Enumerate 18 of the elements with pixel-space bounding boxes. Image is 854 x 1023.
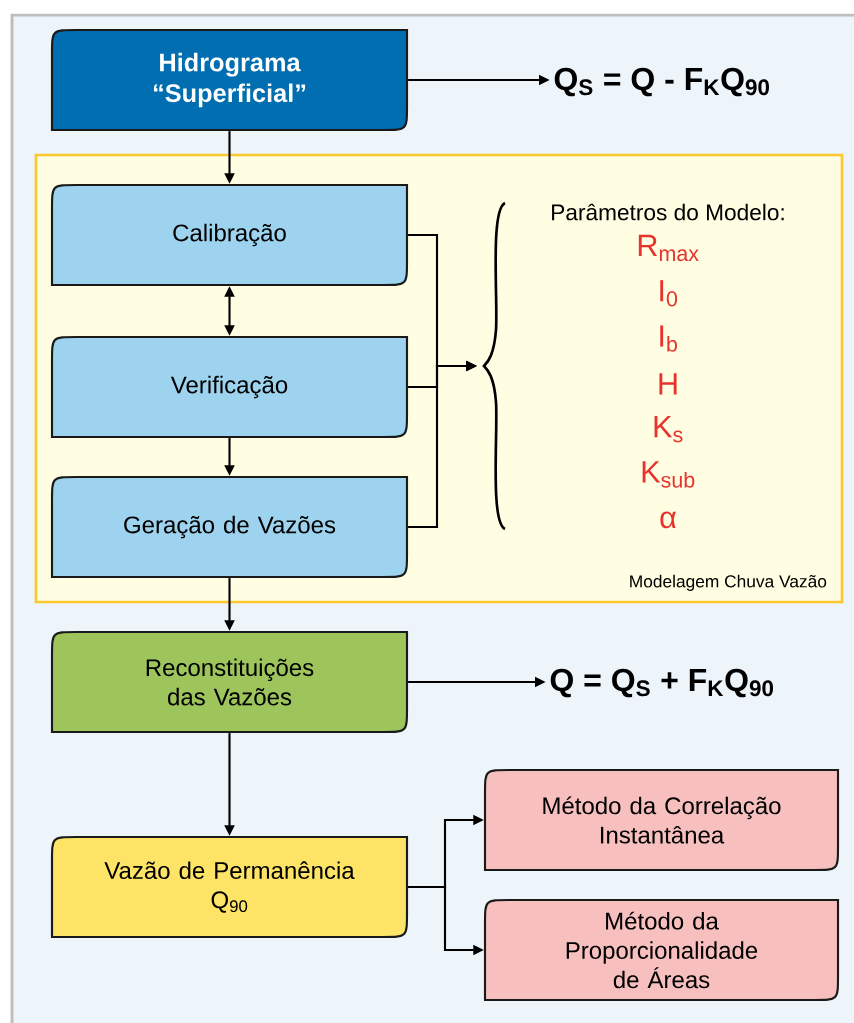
process-box: Calibração xyxy=(50,183,409,287)
title-box: Hidrograma “Superficial” xyxy=(50,28,409,132)
parameter-symbol: I$_{0}$ xyxy=(660,280,678,307)
parameter-symbol: α xyxy=(660,511,676,529)
process-box: Verificação xyxy=(50,335,409,439)
list-heading: Parâmetros do Modelo: xyxy=(552,203,784,221)
parameter-symbol: R$_{max}$ xyxy=(638,234,699,262)
parameter-symbol: K$_{s}$ xyxy=(654,416,683,443)
parameter-symbol: H xyxy=(659,373,677,395)
process-box: Método da Correlação Instantânea xyxy=(483,768,840,872)
formula-text: Q$_{S}$ = Q - F$_{K}$Q$_{90}$ xyxy=(554,67,769,97)
process-box: Vazão de Permanência Q$_{90}$ xyxy=(50,835,409,939)
process-box: Reconstituições das Vazões xyxy=(50,630,409,734)
parameter-symbol: K$_{sub}$ xyxy=(642,461,695,488)
process-box: Método da Proporcionalidade de Áreas xyxy=(483,898,840,1002)
formula-text: Q = Q$_{S}$ + F$_{K}$Q$_{90}$ xyxy=(550,668,773,698)
parameter-symbol: I$_{b}$ xyxy=(660,325,677,352)
process-box: Geração de Vazões xyxy=(50,475,409,579)
